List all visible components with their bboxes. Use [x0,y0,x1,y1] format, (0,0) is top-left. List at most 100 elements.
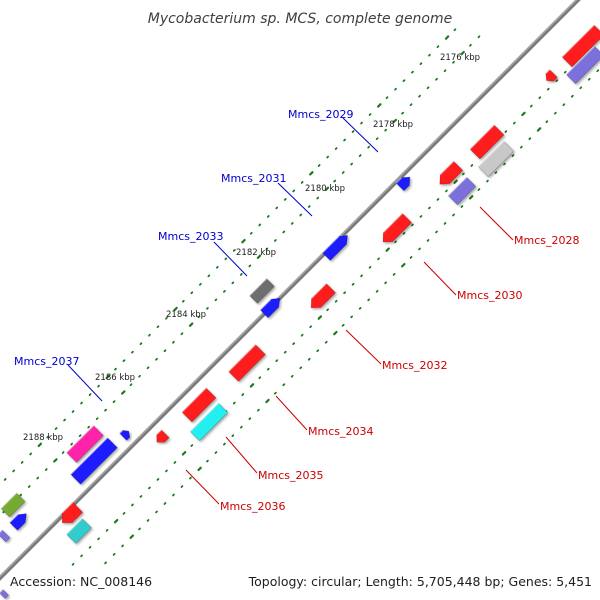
tick-mark [596,69,600,73]
gene-feature-arrow[interactable] [382,212,413,243]
gene-feature-arrow[interactable] [322,235,348,261]
gene-label-mmcs-2035[interactable]: Mmcs_2035 [258,469,323,482]
tick-mark [165,469,168,473]
gene-label-mmcs-2033[interactable]: Mmcs_2033 [158,230,223,243]
gene-label-mmcs-2032[interactable]: Mmcs_2032 [382,359,447,372]
tick-mark [419,62,423,65]
gene-label-mmcs-2028[interactable]: Mmcs_2028 [514,234,579,247]
gene-feature-arrow[interactable] [561,24,600,68]
gene-feature-arrow[interactable] [70,437,118,485]
gene-feature-arrow[interactable] [156,429,170,443]
tick-mark [105,529,109,532]
gene-feature-arrow[interactable] [0,529,11,543]
tick-mark [249,383,255,388]
tick-mark [468,195,474,200]
tick-mark [368,265,372,269]
tick-mark [273,239,277,242]
tick-mark [324,340,328,344]
gene-feature-arrow[interactable] [181,387,217,423]
tick-mark [326,308,330,312]
tick-mark [231,281,235,285]
tick-mark [54,427,58,430]
tick-mark [351,282,355,286]
tick-mark [88,393,92,397]
tick-mark [139,495,143,498]
gene-feature-arrow[interactable] [469,124,505,160]
tick-mark [97,384,100,388]
tick-mark [155,357,158,361]
tick-mark [300,181,304,184]
gene-label-mmcs-2031[interactable]: Mmcs_2031 [221,172,286,185]
gene-feature-arrow[interactable] [0,588,10,600]
gene-feature-arrow[interactable] [66,518,92,544]
gene-feature-arrow[interactable] [477,140,515,178]
tick-mark [146,519,150,522]
tick-mark [139,342,143,346]
tick-mark [112,400,116,404]
tick-mark [392,272,396,276]
tick-mark [131,503,134,507]
tick-mark [419,215,423,218]
tick-mark [316,349,320,353]
tick-mark [265,247,269,251]
tick-mark [536,127,542,132]
tick-mark [180,485,184,488]
tick-mark [163,349,167,353]
gene-label-mmcs-2030[interactable]: Mmcs_2030 [457,289,522,302]
tick-mark [511,154,515,158]
gene-feature-arrow[interactable] [249,278,275,304]
tick-mark [122,512,126,515]
tick-mark [206,306,209,310]
gene-label-mmcs-2036[interactable]: Mmcs_2036 [220,500,285,513]
tick-mark [231,434,235,438]
leader-line-mmcs-2035 [225,436,258,474]
gene-label-mmcs-2034[interactable]: Mmcs_2034 [308,425,373,438]
gene-feature-highlight [447,176,468,197]
gene-feature-arrow[interactable] [259,297,281,319]
gene-label-mmcs-2029[interactable]: Mmcs_2029 [288,108,353,121]
tick-mark [275,359,279,363]
gene-feature-arrow[interactable] [565,45,600,85]
gene-feature-arrow[interactable] [447,176,477,206]
gene-feature-highlight [66,518,83,535]
gene-feature-arrow[interactable] [545,69,558,82]
tick-mark [121,544,124,548]
gene-label-mmcs-2037[interactable]: Mmcs_2037 [14,355,79,368]
tick-mark [189,476,192,480]
tick-mark [317,164,321,167]
tick-mark [444,35,450,40]
gene-feature-arrow[interactable] [189,402,229,442]
tick-label-2184: 2184 kbp [166,310,206,320]
tick-mark [307,205,311,208]
tick-mark [358,306,362,310]
gene-feature-arrow[interactable] [439,160,464,185]
tick-mark [197,315,201,319]
gene-feature-arrow[interactable] [9,513,27,531]
gene-feature-arrow[interactable] [310,283,336,309]
gene-feature-arrow[interactable] [228,344,266,382]
tick-mark [435,77,438,81]
gene-feature-arrow[interactable] [0,492,26,518]
forward-gene-labels: Mmcs_2029 Mmcs_2031 Mmcs_2033 Mmcs_2037 [14,108,379,402]
gene-feature-highlight [561,24,595,58]
tick-label-2182: 2182 kbp [236,248,276,258]
gene-feature-arrow[interactable] [119,429,131,441]
gene-feature-highlight [119,429,124,434]
tick-mark [155,510,158,514]
tick-mark [222,289,226,293]
tick-mark [97,537,100,541]
tick-mark [292,189,296,193]
tick-mark [232,248,236,252]
tick-mark [188,322,194,327]
gene-feature-arrow[interactable] [61,501,84,524]
gene-feature-arrow[interactable] [395,176,411,192]
tick-mark [292,342,296,346]
tick-mark [138,374,141,378]
gene-feature-arrow[interactable] [66,425,104,463]
tick-mark [367,145,371,149]
tick-mark [256,254,262,259]
tick-mark [180,332,184,336]
tick-label-2188: 2188 kbp [23,433,63,443]
